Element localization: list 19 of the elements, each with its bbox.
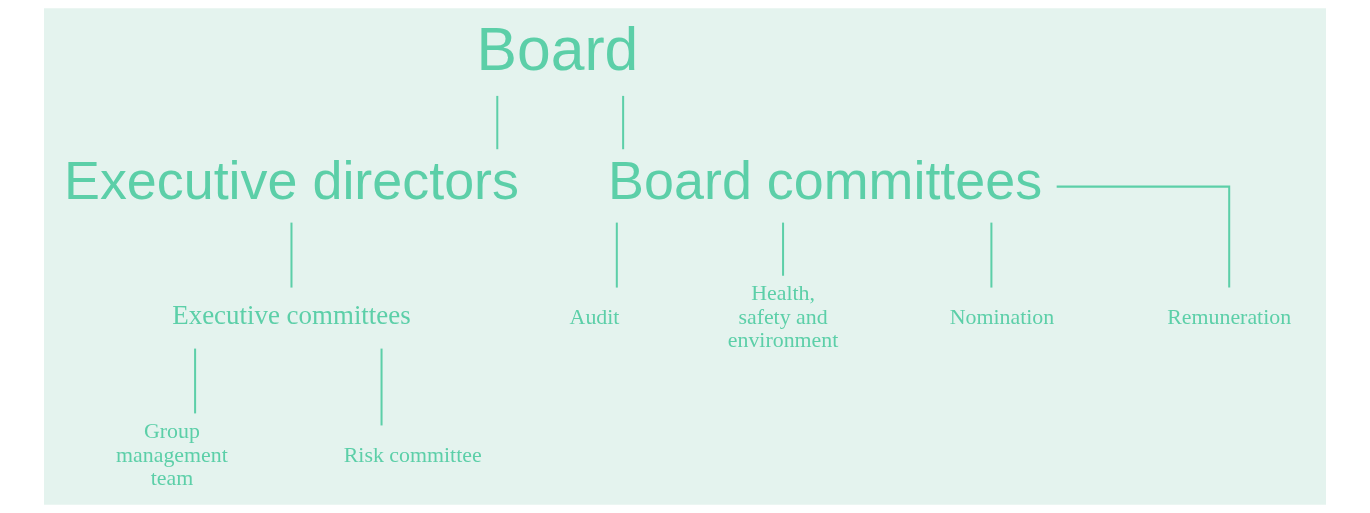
connector [194, 348, 197, 414]
node-text: Audit [569, 304, 620, 329]
connector [615, 222, 618, 288]
node-text: Board committees [608, 150, 1043, 211]
connector [496, 95, 499, 150]
node-text: Executive directors [63, 150, 519, 211]
node-text: Executive committees [172, 300, 411, 331]
node-text: Group management team [116, 419, 228, 491]
node-text: Nomination [949, 304, 1055, 329]
connector [1056, 185, 1231, 288]
connector [990, 222, 993, 288]
connector [782, 222, 785, 276]
node-text: Board [476, 15, 639, 84]
connector [290, 222, 293, 288]
connector [380, 348, 383, 426]
connector [622, 95, 625, 150]
node-text: Risk committee [343, 442, 482, 467]
node-text: Health, safety and environment [727, 281, 839, 353]
node-text: Remuneration [1167, 304, 1292, 329]
